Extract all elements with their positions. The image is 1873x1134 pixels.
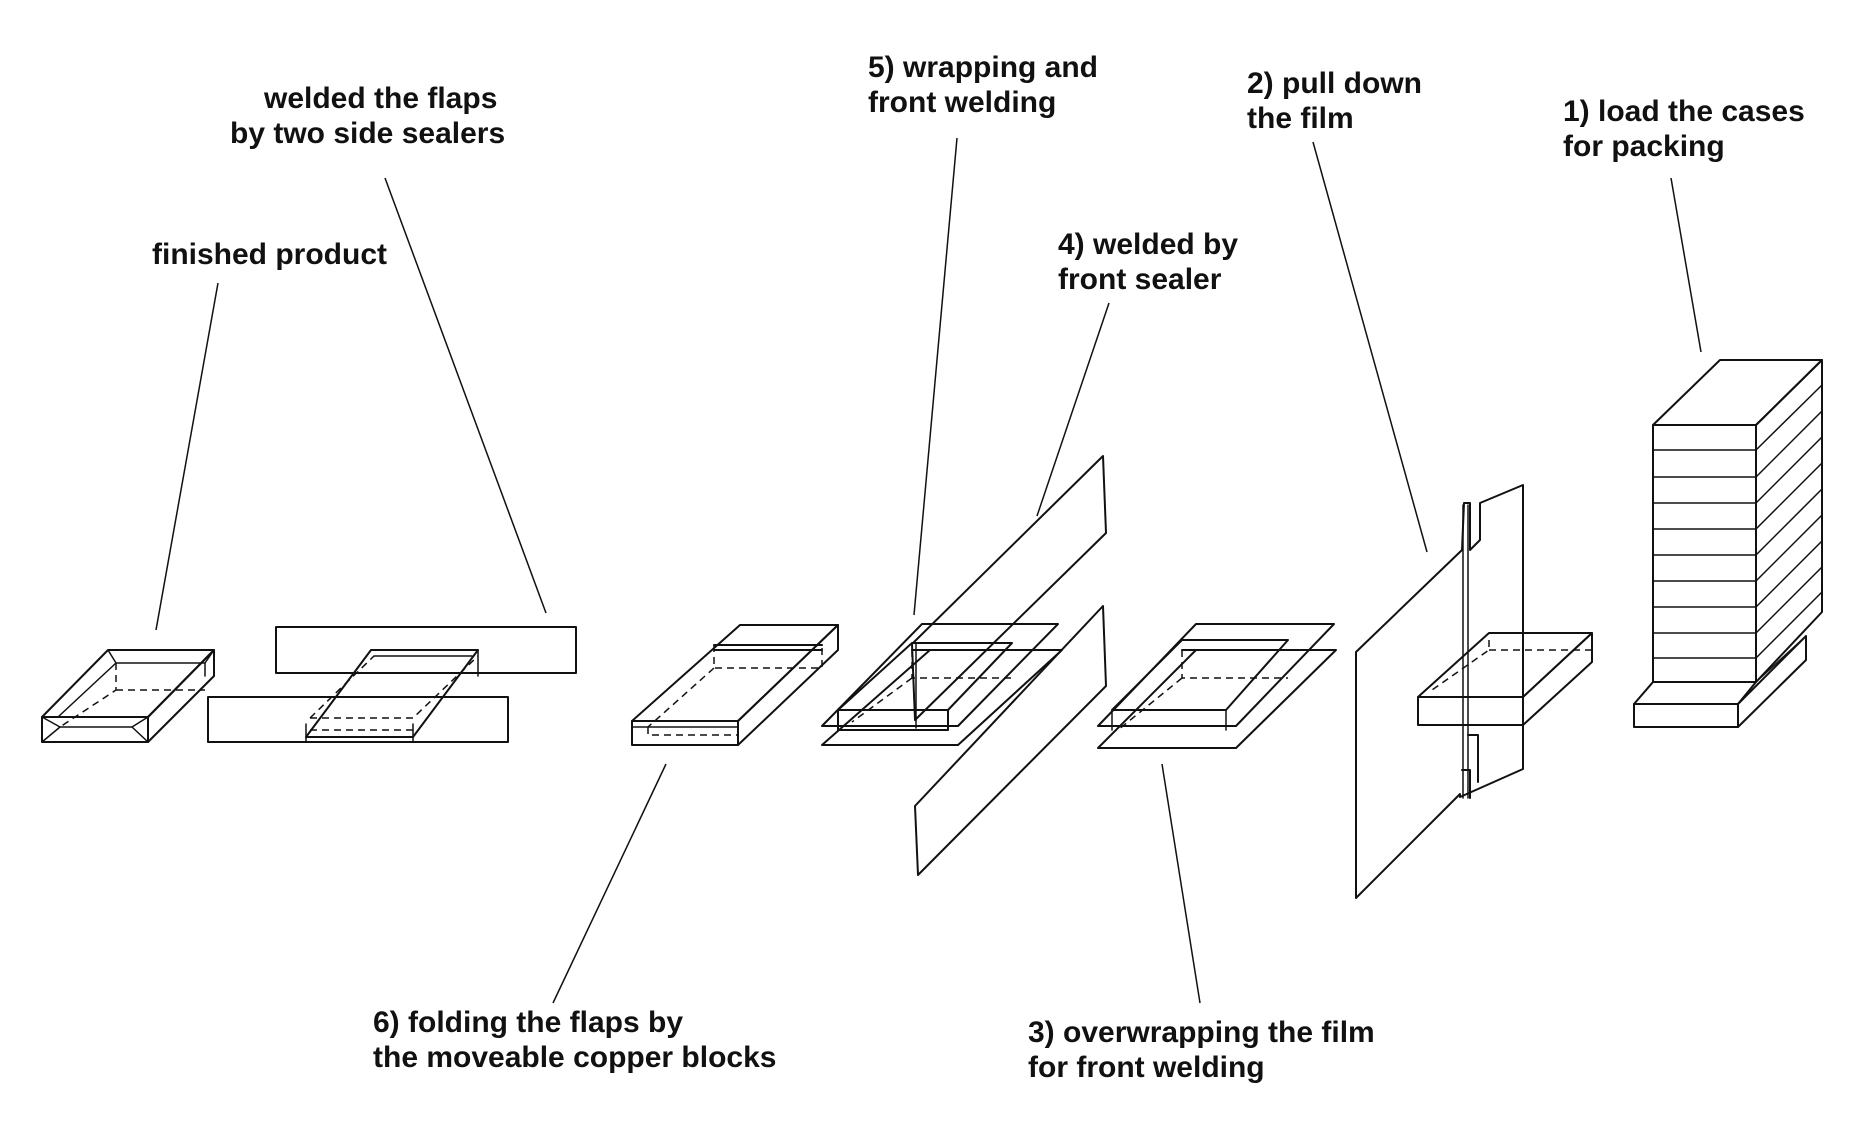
leader-step-4 [1036, 302, 1110, 517]
label-side-sealers-line2: by two side sealers [230, 117, 505, 150]
step1-case-stack [1633, 359, 1823, 728]
leader-step-5 [913, 137, 958, 616]
leader-lines [155, 137, 1702, 1004]
label-side-sealers: welded the flaps by two side sealers [230, 82, 505, 150]
step5-tray [821, 623, 1063, 746]
label-step-3-line2: for front welding [1028, 1051, 1265, 1084]
label-step-6: 6) folding the flaps by the moveable cop… [373, 1006, 776, 1074]
label-step-4-line1: 4) welded by [1058, 228, 1238, 261]
rear-side-sealer [275, 626, 577, 674]
label-finished-product-line1: finished product [152, 238, 387, 271]
leader-step-6 [552, 763, 667, 1004]
step3-tray [1097, 623, 1337, 749]
leader-side-sealers [384, 177, 547, 614]
stack-front [1652, 424, 1757, 683]
label-step-2-line2: the film [1247, 102, 1354, 135]
label-step-1: 1) load the cases for packing [1563, 95, 1805, 163]
label-step-1-line2: for packing [1563, 130, 1725, 163]
film-sheet [1355, 484, 1524, 899]
side-sealer-assembly [207, 626, 577, 743]
lower-front-sealer [914, 605, 1107, 876]
label-side-sealers-line1: welded the flaps [263, 82, 497, 115]
upper-front-sealer [911, 455, 1107, 721]
label-finished-product: finished product [152, 238, 387, 271]
front-side-sealer [207, 696, 509, 743]
label-step-5-line1: 5) wrapping and [868, 51, 1098, 84]
step2-film-assembly [1355, 484, 1593, 899]
leader-step-3 [1161, 763, 1201, 1004]
finished-product-tray [41, 649, 215, 743]
label-step-2: 2) pull down the film [1247, 67, 1422, 135]
label-step-5-line2: front welding [868, 86, 1056, 119]
step6-tray [631, 624, 839, 746]
label-step-6-line2: the moveable copper blocks [373, 1041, 776, 1074]
label-step-3-line1: 3) overwrapping the film [1028, 1016, 1375, 1049]
front-sealer-plates [911, 455, 1107, 876]
leader-finished-product [155, 282, 219, 631]
leader-step-2 [1312, 141, 1428, 553]
label-step-5: 5) wrapping and front welding [868, 51, 1098, 119]
label-step-3: 3) overwrapping the film for front weldi… [1028, 1016, 1375, 1084]
label-step-4-line2: front sealer [1058, 263, 1222, 296]
label-step-6-line1: 6) folding the flaps by [373, 1006, 683, 1039]
label-step-2-line1: 2) pull down [1247, 67, 1422, 100]
leader-step-1 [1670, 177, 1702, 353]
label-step-4: 4) welded by front sealer [1058, 228, 1238, 296]
label-step-1-line1: 1) load the cases [1563, 95, 1805, 128]
